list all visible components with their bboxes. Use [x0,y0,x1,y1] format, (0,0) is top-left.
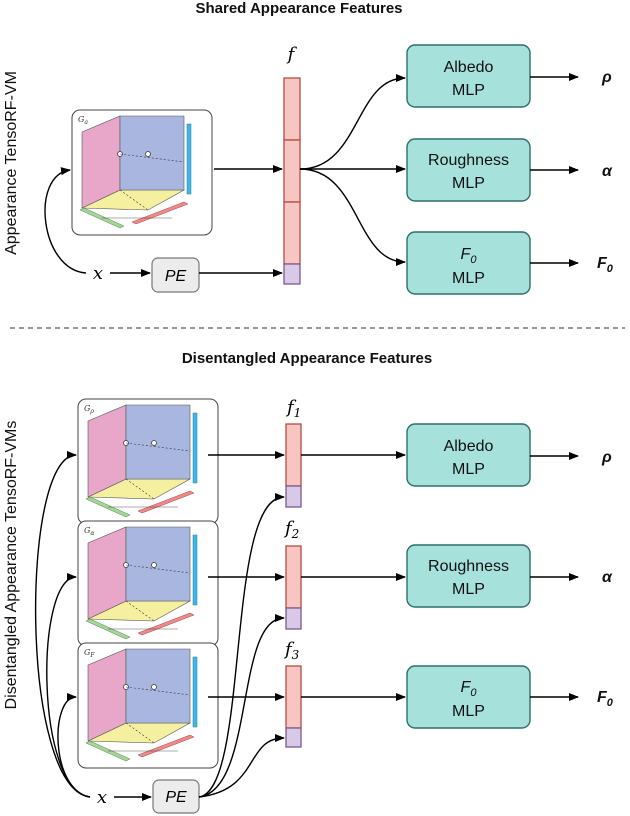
bottom-side-label: Disentangled Appearance TensoRF-VMs [3,421,20,710]
svg-text:Roughness: Roughness [428,558,509,575]
svg-text:Roughness: Roughness [428,152,509,169]
top-output-f0: F0 [597,255,614,275]
svg-text:MLP: MLP [452,581,485,598]
bottom-feature-label-1: f1 [285,397,301,420]
top-pe-label: PE [165,268,187,285]
svg-text:MLP: MLP [452,82,485,99]
svg-text:F0: F0 [461,246,478,266]
bottom-feature-label-3: f3 [283,639,300,662]
svg-text:GF: GF [84,648,95,659]
top-output-rho: ρ [601,69,612,86]
bottom-feature-label-2: f2 [283,518,299,541]
top-arrows [44,73,579,277]
top-tensor-vm-thumbnail: Ga [71,109,213,236]
svg-text:MLP: MLP [452,461,485,478]
vm-tag: Ga [78,115,88,126]
svg-text:Albedo: Albedo [444,438,494,455]
svg-text:F0: F0 [461,679,478,699]
bottom-output-alpha: α [602,569,613,586]
top-f0-mlp: F0 MLP [406,231,531,295]
top-output-alpha: α [602,163,613,180]
bottom-roughness-mlp: Roughness MLP [406,544,531,608]
bottom-albedo-mlp: Albedo MLP [406,423,531,487]
top-input-x: x [93,263,103,284]
bottom-tensor-vm-f0: GF [77,642,219,769]
top-feature-label: f [286,44,298,65]
bottom-section-title: Disentangled Appearance Features [182,350,432,367]
top-albedo-mlp: Albedo MLP [406,44,531,108]
svg-text:MLP: MLP [452,175,485,192]
bottom-feature-vector-3 [285,665,302,748]
svg-text:MLP: MLP [452,703,485,720]
bottom-tensor-vm-roughness: Gα [77,520,219,647]
top-pe-box [151,257,200,293]
bottom-feature-vector-1 [285,423,302,508]
bottom-feature-vector-2 [285,545,302,630]
svg-text:Albedo: Albedo [444,59,494,76]
bottom-input-x: x [97,787,107,808]
svg-text:Gα: Gα [84,526,94,537]
bottom-tensor-vm-albedo: Gρ [77,398,219,525]
bottom-arrows [34,451,579,801]
bottom-f0-mlp: F0 MLP [406,665,531,729]
top-feature-vector [283,77,301,285]
svg-text:MLP: MLP [452,270,485,287]
bottom-pe-label: PE [165,789,187,806]
bottom-output-rho: ρ [601,449,612,466]
top-side-label: Appearance TensoRF-VM [3,71,20,255]
svg-text:Gρ: Gρ [84,404,94,415]
top-section-title: Shared Appearance Features [195,0,402,17]
bottom-output-f0: F0 [597,689,614,709]
top-roughness-mlp: Roughness MLP [406,138,531,202]
